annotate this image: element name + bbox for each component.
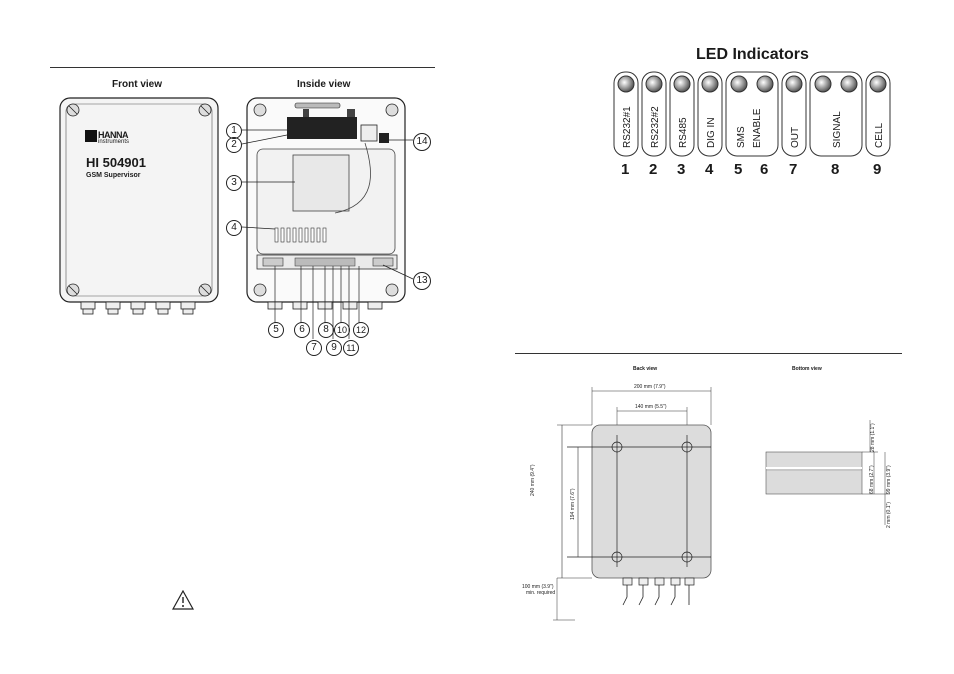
led-section-title: LED Indicators — [696, 46, 809, 63]
led-number-5: 5 — [734, 161, 743, 178]
callout-8: 8 — [318, 322, 334, 338]
led-label-5: SMS — [736, 126, 747, 148]
led-label-2: RS232#2 — [650, 106, 661, 148]
clearance-note: min. required — [526, 590, 556, 596]
hanna-logo-icon — [85, 130, 97, 142]
dim-bottom-bottom: 2 mm (0.1") — [886, 502, 892, 528]
model-number: HI 504901 — [86, 155, 146, 170]
dim-bottom-mid: 68 mm (2.7") — [869, 465, 875, 494]
led-label-6: ENABLE — [752, 108, 763, 148]
callout-6: 6 — [294, 322, 310, 338]
led-panel: RS232#1 RS232#2 RS485 DIG IN SMS ENABLE … — [613, 71, 891, 157]
callout-7: 7 — [306, 340, 322, 356]
brand-subtitle: instruments — [98, 139, 130, 145]
callout-2: 2 — [226, 137, 242, 153]
back-view-drawing — [553, 387, 712, 621]
front-view-drawing — [59, 97, 219, 315]
dim-width: 200 mm (7.9") — [634, 384, 666, 390]
front-view-title: Front view — [112, 79, 163, 90]
led-label-1: RS232#1 — [622, 106, 633, 148]
callout-12: 12 — [353, 322, 369, 338]
callout-13: 13 — [413, 272, 431, 290]
callout-3: 3 — [226, 175, 242, 191]
dim-height: 240 mm (9.4") — [530, 464, 536, 496]
bottom-view-title: Bottom view — [792, 366, 822, 372]
callout-10: 10 — [334, 322, 350, 338]
dim-bottom-depth: 99 mm (3.9") — [886, 465, 892, 494]
led-label-7: OUT — [790, 127, 801, 148]
top-rule-left — [50, 67, 435, 68]
back-view-title: Back view — [633, 366, 658, 372]
led-label-3: RS485 — [678, 117, 689, 148]
callout-9: 9 — [326, 340, 342, 356]
product-name: GSM Supervisor — [86, 172, 141, 179]
led-number-9: 9 — [873, 161, 882, 178]
inside-view-drawing — [241, 97, 414, 339]
led-label-8: SIGNAL — [832, 111, 843, 148]
led-label-9: CELL — [874, 123, 885, 148]
led-number-4: 4 — [705, 161, 714, 178]
callout-4: 4 — [226, 220, 242, 236]
warning-icon — [172, 590, 194, 610]
dim-hole-height: 194 mm (7.6") — [570, 488, 576, 520]
led-number-6: 6 — [760, 161, 769, 178]
dim-bottom-top: 28 mm (1.1") — [870, 423, 876, 452]
callout-5: 5 — [268, 322, 284, 338]
led-number-3: 3 — [677, 161, 686, 178]
dim-hole-spacing: 140 mm (5.5") — [635, 404, 667, 410]
callout-14: 14 — [413, 133, 431, 151]
callout-11: 11 — [343, 340, 359, 356]
led-label-4: DIG IN — [706, 117, 717, 148]
bottom-view-drawing — [765, 420, 890, 525]
led-number-8: 8 — [831, 161, 840, 178]
clearance-value: 100 mm (3.9") — [522, 584, 554, 590]
inside-view-title: Inside view — [297, 79, 351, 90]
top-rule-right — [515, 353, 902, 354]
led-number-1: 1 — [621, 161, 630, 178]
led-number-2: 2 — [649, 161, 658, 178]
brand-name: HANNA — [98, 130, 129, 140]
led-number-7: 7 — [789, 161, 798, 178]
